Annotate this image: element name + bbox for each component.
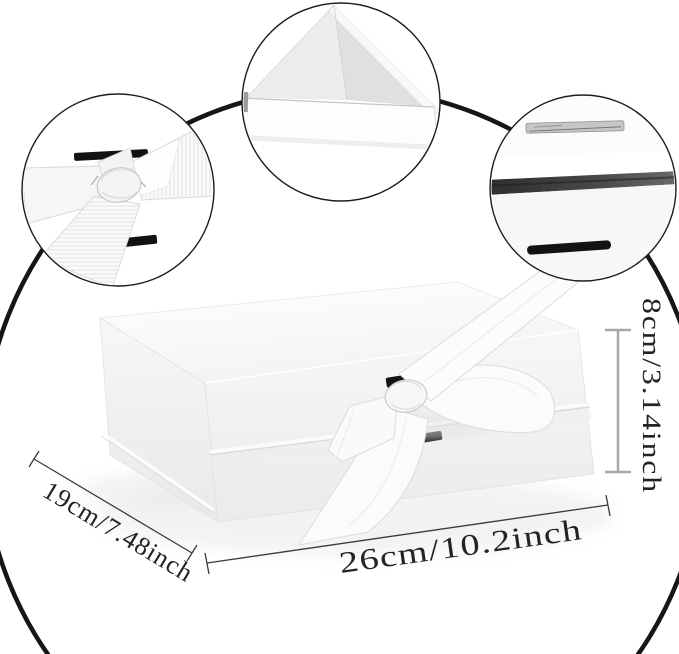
slot-metallic [525, 120, 625, 134]
height-dimension-label: 8cm/3.14inch [637, 298, 666, 494]
box-left-seam-highlight [100, 430, 215, 512]
callout-slots-content [491, 120, 675, 280]
gift-box [80, 239, 613, 555]
lid-panel-left [246, 5, 347, 100]
depth-dimension-line [33, 458, 193, 554]
ribbon-knot [384, 379, 428, 413]
ribbon-lower-tail-fold [347, 418, 407, 528]
callout-knot-border [21, 93, 215, 287]
callout-ribbon-knot [21, 93, 215, 287]
lid-base-gap-band [491, 171, 675, 195]
callout-knot [96, 167, 142, 203]
callout-ribbon-slots [489, 94, 677, 282]
box-left-seam [100, 435, 216, 515]
slot-base [527, 240, 611, 255]
height-dimension: 8cm/3.14inch [605, 298, 666, 494]
width-dimension-tick-left [204, 552, 210, 575]
callout-ribbon-bands [23, 119, 213, 285]
lid-bottom-edge-light [491, 150, 675, 180]
depth-dimension-tick-left [28, 450, 40, 468]
ribbon-knot-creases [389, 380, 422, 410]
lid-left-edge [245, 4, 335, 99]
width-dimension-tick-right [605, 494, 611, 517]
callout-knot-content [23, 119, 213, 285]
lid-front-band [243, 98, 438, 145]
ribbon-left-loop [327, 393, 399, 463]
width-dimension-line [206, 504, 609, 564]
callout-lid-corner [241, 2, 441, 202]
box-front-top-edge [204, 329, 579, 384]
lid-fold-line [333, 4, 348, 101]
lid-corner-gap [243, 91, 249, 113]
base-face-below-gap [491, 184, 675, 280]
lid-front-band-shadow [243, 135, 438, 150]
callout-knot-creases [100, 169, 139, 199]
ribbon-left-loop-fold [337, 409, 355, 455]
callout-slots-border [489, 94, 677, 282]
depth-dimension-tick-right [186, 544, 198, 562]
callout-lid-border [241, 2, 441, 202]
ribbon-bow [298, 239, 607, 546]
callout-lid-content [243, 4, 439, 150]
lid-front-band-crease [243, 97, 435, 108]
lid-base-gap-core [491, 176, 675, 187]
